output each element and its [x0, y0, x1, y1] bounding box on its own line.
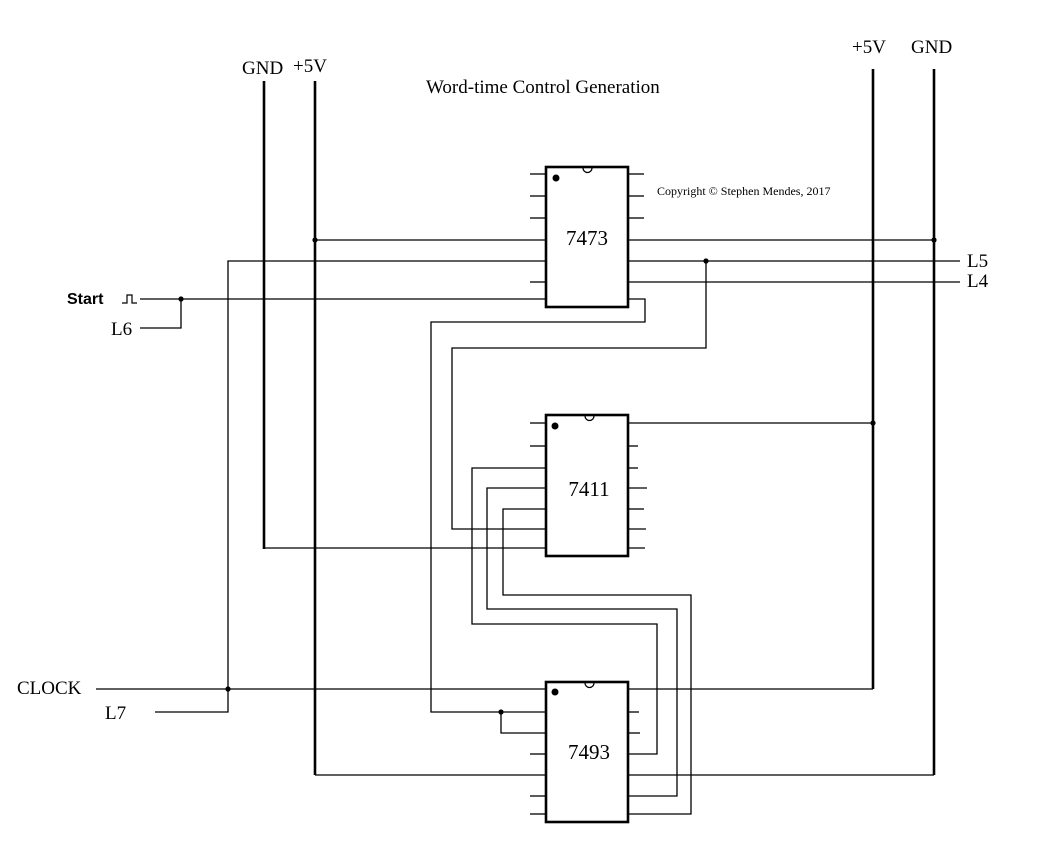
junction-dot	[225, 686, 231, 692]
l6-label: L6	[111, 319, 132, 340]
l5-label: L5	[967, 251, 988, 272]
right-gnd-label: GND	[911, 37, 952, 58]
chip-notch-icon	[584, 682, 595, 689]
start-label: Start	[67, 291, 104, 308]
wire-l7	[155, 689, 229, 713]
wire-7493-reset-join	[500, 712, 546, 734]
wire-l5-to-7411	[451, 261, 707, 530]
chip-7493: 7493	[530, 680, 640, 824]
left-gnd-label: GND	[242, 58, 283, 79]
chip-label: 7493	[568, 740, 610, 764]
junction-dot	[498, 709, 504, 715]
wire-7493-qc-to-7411	[502, 508, 692, 815]
junction-dot	[703, 258, 709, 264]
chip-7411: 7411	[530, 413, 647, 558]
pin1-marker-icon	[552, 174, 560, 182]
l4-label: L4	[967, 271, 989, 292]
l7-label: L7	[105, 703, 126, 724]
chip-body	[544, 413, 630, 558]
chip-notch-icon	[582, 167, 593, 174]
copyright-notice: Copyright © Stephen Mendes, 2017	[657, 184, 830, 198]
chip-body	[544, 165, 630, 309]
wire-7493-qa-to-7411	[471, 467, 658, 755]
junction-dot	[931, 237, 937, 243]
chip-label: 7411	[568, 477, 609, 501]
wire-7493-qb-to-7411	[486, 487, 678, 797]
junction-dot	[870, 420, 876, 426]
chip-7473: 7473	[530, 165, 644, 309]
junction-dot	[312, 237, 318, 243]
chip-label: 7473	[566, 226, 608, 250]
diagram-title: Word-time Control Generation	[426, 77, 660, 98]
left-vcc-label: +5V	[293, 56, 327, 77]
pin1-marker-icon	[551, 422, 559, 430]
wire-7473-to-7493-reset	[430, 298, 646, 713]
right-vcc-label: +5V	[852, 37, 886, 58]
junction-dot	[178, 296, 184, 302]
chip-body	[544, 680, 630, 824]
wire-l6	[140, 299, 182, 329]
clock-label: CLOCK	[17, 678, 82, 699]
wire-clock-to-7473	[227, 260, 546, 689]
pulse-icon	[122, 294, 137, 304]
pin1-marker-icon	[551, 688, 559, 696]
chip-notch-icon	[584, 415, 595, 422]
